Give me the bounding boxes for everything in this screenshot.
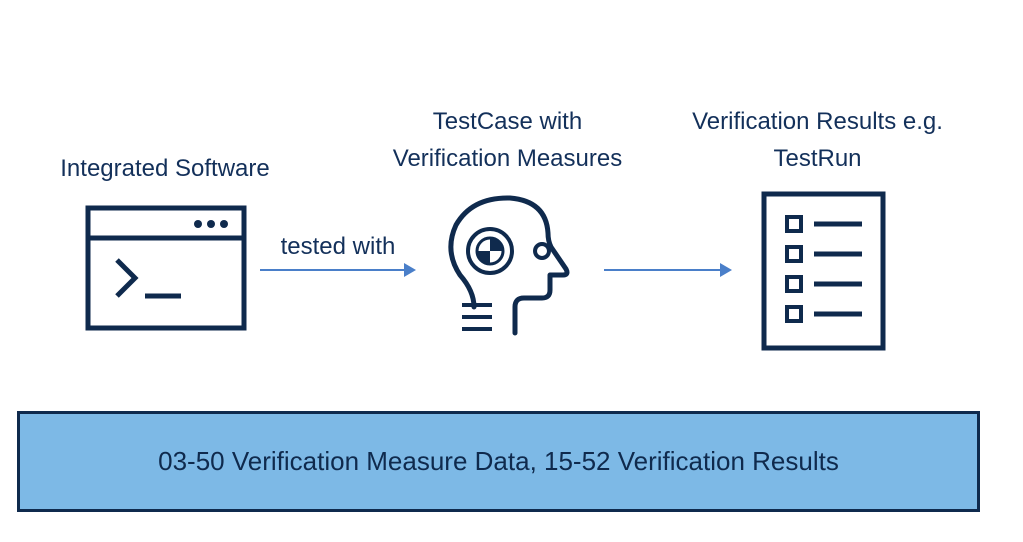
checklist-document-icon [760, 190, 888, 357]
work-products-text: 03-50 Verification Measure Data, 15-52 V… [158, 446, 839, 476]
arrow-right-icon [258, 258, 418, 287]
verification-results-label: Verification Results e.g. TestRun [655, 103, 980, 177]
tested-with-text: tested with [280, 233, 396, 260]
head-with-crash-test-target-icon [430, 185, 590, 350]
arrow-right-icon [600, 258, 735, 287]
integrated-software-label: Integrated Software [20, 150, 310, 187]
tested-with-label: tested with [258, 228, 418, 265]
work-products-banner: 03-50 Verification Measure Data, 15-52 V… [17, 411, 980, 512]
integrated-software-text: Integrated Software [60, 155, 270, 182]
verification-results-label-line2: TestRun [773, 145, 862, 172]
testcase-label: TestCase with Verification Measures [355, 103, 660, 177]
testcase-label-line2: Verification Measures [392, 145, 623, 172]
testcase-label-line1: TestCase with [432, 108, 583, 135]
verification-results-label-line1: Verification Results e.g. [692, 108, 943, 135]
terminal-window-icon [85, 205, 247, 336]
